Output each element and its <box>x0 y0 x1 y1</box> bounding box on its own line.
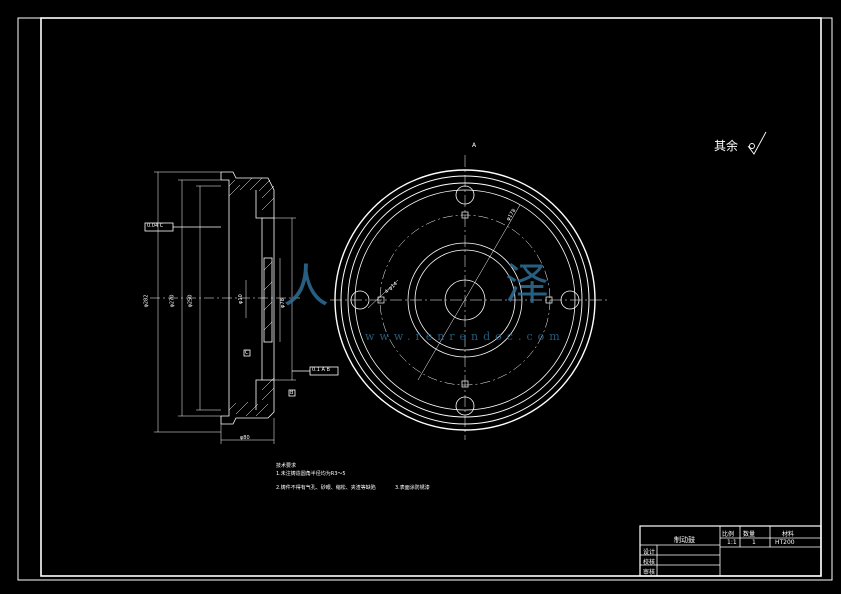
outer-frame <box>17 17 833 581</box>
col-qty: 数量 <box>743 531 756 538</box>
scale-value: 1:1 <box>727 539 737 546</box>
roughness-symbol <box>747 131 767 155</box>
front-view <box>330 155 610 440</box>
view-label: A <box>472 142 477 149</box>
dim-mid-dia-1: φ270 <box>169 294 176 308</box>
notes-line-1: 1.未注铸造圆角半径均为R3～5 <box>276 471 346 477</box>
gdt-runout-top: 0.04 C <box>147 223 164 229</box>
datum-b: B <box>290 390 294 396</box>
col-scale: 比例 <box>722 531 735 538</box>
dim-mid-dia-2: φ250 <box>187 294 194 308</box>
watermark-glyph-right: 泽 <box>505 259 549 310</box>
dim-bolt-dia: φ10 <box>237 294 244 304</box>
inner-frame <box>40 17 822 577</box>
notes-line-2: 2.铸件不得有气孔、砂眼、缩松、夹渣等缺陷 <box>276 485 376 491</box>
dim-bottom-width: φ80 <box>240 435 250 441</box>
datum-c: C <box>245 350 249 356</box>
gdt-runout-bottom: 0.1 A B <box>312 367 330 373</box>
roughness-note: 其余 <box>714 139 739 153</box>
row-approve: 审核 <box>643 569 656 576</box>
title-block <box>639 525 822 577</box>
watermark-glyph-left: 人 <box>283 259 329 313</box>
dim-outer-dia: φ282 <box>143 294 150 308</box>
notes-heading: 技术要求 <box>276 463 297 469</box>
row-check: 校核 <box>643 559 656 566</box>
watermark-url: www.renrendoc.com <box>365 330 565 343</box>
part-name: 制动鼓 <box>674 536 695 544</box>
notes-line-3: 3.表面涂防锈漆 <box>395 485 430 491</box>
row-design: 设计 <box>643 549 656 556</box>
section-view <box>144 171 339 444</box>
col-material: 材料 <box>782 531 795 538</box>
qty-value: 1 <box>752 539 756 546</box>
material-value: HT200 <box>775 539 795 546</box>
